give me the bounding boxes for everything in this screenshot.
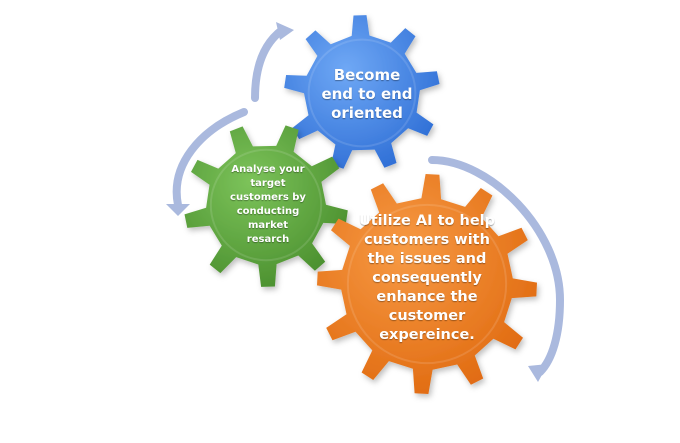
arrow-right-arc <box>428 156 565 376</box>
gear-orange <box>317 174 537 394</box>
arrowheads <box>166 22 548 382</box>
arrowhead-right <box>528 364 548 382</box>
gear-orange-body <box>317 174 537 394</box>
arrow-left-arc <box>172 108 248 209</box>
gear-green-rim <box>209 148 323 262</box>
gear-blue <box>284 15 440 169</box>
gear-orange-label: Utilize AI to help customers with the is… <box>358 213 496 343</box>
gear-orange-rim <box>346 203 508 365</box>
arrowhead-left <box>166 204 190 216</box>
gear-green <box>184 125 348 287</box>
arrow-top-arc <box>251 26 286 102</box>
gear-blue-label: Become end to end oriented <box>321 66 413 122</box>
cycle-arrows <box>172 26 565 376</box>
gear-green-body <box>184 125 348 287</box>
arrowhead-top <box>276 22 294 40</box>
gear-green-label: Analyse your target customers by conduct… <box>230 164 306 245</box>
gear-blue-rim <box>307 38 417 148</box>
